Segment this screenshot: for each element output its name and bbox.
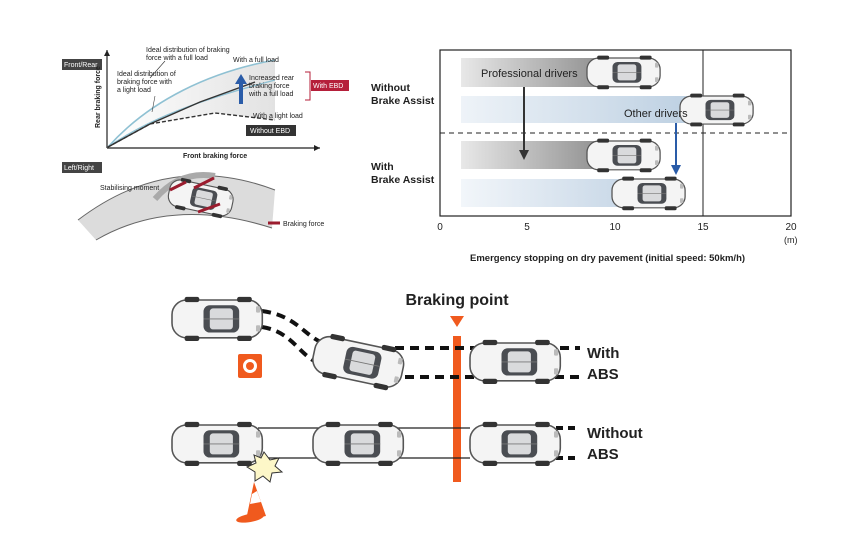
car-professional-without — [586, 54, 661, 90]
car-other-without — [679, 93, 754, 128]
stabilising-moment-label: Stabilising moment — [100, 185, 159, 192]
without-ebd-label: Without EBD — [250, 128, 290, 135]
with-ebd-line — [107, 81, 256, 148]
tick-10: 10 — [609, 222, 621, 233]
without-abs-car-end — [469, 421, 562, 467]
other-drivers-label: Other drivers — [624, 108, 688, 120]
impact-icon — [245, 451, 284, 483]
brake-assist-chart: Professional drivers Other drivers Witho… — [371, 49, 798, 264]
left-right-tag-label: Left/Right — [64, 165, 94, 172]
other-without-bar — [461, 96, 711, 123]
car-professional-with — [586, 137, 661, 173]
tick-5: 5 — [524, 222, 530, 233]
with-abs-l2: ABS — [587, 366, 619, 383]
without-ebd-line — [107, 112, 276, 148]
without-ebd-badge — [246, 125, 296, 136]
other-with-bar — [461, 179, 636, 207]
car-other-with — [611, 175, 686, 211]
without-abs-car-mid — [312, 421, 405, 467]
ebd-y-axis-label: Rear braking force — [95, 66, 102, 128]
abs-diagram: Braking point With ABS — [171, 292, 643, 523]
x-ticks: 0 5 10 15 20 — [437, 222, 797, 233]
with-light-load-label: With a light load — [253, 113, 303, 120]
braking-force-label: Braking force — [283, 221, 324, 228]
ideal-full-l1: Ideal distribution of braking — [146, 47, 230, 54]
with-abs-car-end — [469, 339, 562, 385]
chart-caption: Emergency stopping on dry pavement (init… — [470, 253, 745, 264]
tick-15: 15 — [697, 222, 709, 233]
ebd-panel: Front/Rear Rear braking force Front brak… — [62, 47, 349, 241]
ebd-x-axis-label: Front braking force — [183, 153, 247, 160]
ideal-light-l1: Ideal distribution of — [117, 71, 176, 78]
traffic-cone-icon — [236, 482, 266, 523]
front-rear-tag-label: Front/Rear — [64, 62, 98, 69]
with-ebd-label: With EBD — [313, 83, 343, 90]
with-ba-l2: Brake Assist — [371, 174, 435, 186]
braking-point-marker — [450, 316, 464, 327]
without-abs-car-start — [171, 421, 264, 467]
tick-20: 20 — [785, 222, 797, 233]
left-right-tag — [62, 162, 102, 173]
increased-l3: with a full load — [248, 91, 293, 98]
with-full-load-label: With a full load — [233, 57, 279, 64]
professional-with-bar — [461, 141, 611, 169]
obstacle-icon — [238, 354, 262, 378]
without-ba-l2: Brake Assist — [371, 95, 435, 107]
with-ba-l1: With — [371, 161, 394, 173]
ideal-light-l2: braking force with — [117, 79, 172, 86]
without-abs-l2: ABS — [587, 446, 619, 463]
without-abs-l1: Without — [587, 425, 643, 442]
ideal-light-load-curve — [107, 79, 276, 148]
without-ba-l1: Without — [371, 82, 410, 94]
with-abs-car-swerve — [308, 330, 408, 394]
professional-without-bar — [461, 58, 611, 87]
braking-point-label: Braking point — [405, 292, 509, 309]
front-rear-tag — [62, 59, 102, 70]
with-abs-l1: With — [587, 345, 619, 362]
increased-l1: Increased rear — [249, 75, 295, 82]
ideal-light-l3: a light load — [117, 87, 151, 94]
ideal-full-load-curve — [107, 59, 276, 148]
increased-l2: braking force — [249, 83, 290, 90]
ideal-full-l2: force with a full load — [146, 55, 208, 62]
tick-0: 0 — [437, 222, 443, 233]
with-ebd-badge — [311, 80, 349, 91]
professional-drivers-label: Professional drivers — [481, 68, 578, 80]
unit-label: (m) — [784, 235, 798, 245]
braking-line — [453, 336, 461, 482]
with-abs-car-start — [171, 296, 264, 342]
